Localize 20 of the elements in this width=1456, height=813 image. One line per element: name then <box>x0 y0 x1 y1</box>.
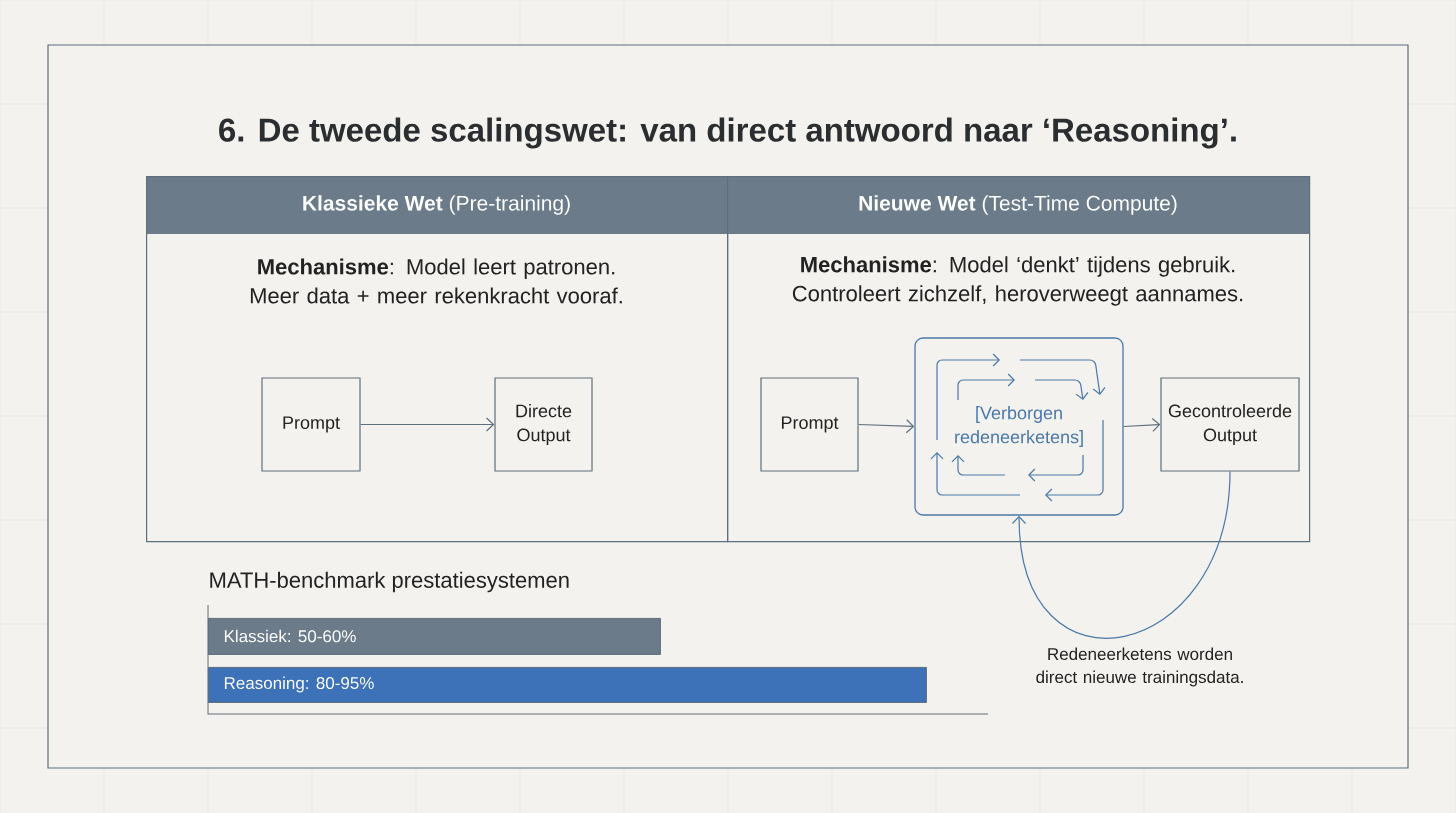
process-box: Prompt <box>760 377 859 472</box>
process-box: Prompt <box>261 377 361 472</box>
process-box: Directe Output <box>494 377 593 472</box>
mechanism-text: Mechanisme: Model ‘denkt’ tijdens gebruik. Controleert zichzelf, heroverweegt aannames. <box>792 256 1243 306</box>
arrow <box>1011 471 1231 639</box>
arrow <box>858 419 915 434</box>
chart-title: MATH-benchmark prestatiesystemen <box>210 571 569 593</box>
slide-title: 6. De tweede scalingswet: van direct antwoord naar ‘Reasoning’. <box>219 117 1236 149</box>
arrow <box>360 417 495 432</box>
result-bar: Reasoning: 80-95% <box>208 667 927 703</box>
reasoning-loop-box: [Verborgen redeneerketens] <box>914 337 1124 516</box>
column-header: Nieuwe Wet (Test-Time Compute) <box>859 195 1177 215</box>
mechanism-text: Mechanisme: Model leert patronen. Meer data + meer rekenkracht vooraf. <box>250 258 622 304</box>
column-header: Klassieke Wet (Pre-training) <box>303 195 570 215</box>
result-bar: Klassiek: 50-60% <box>208 618 661 655</box>
note-text: Redeneerketens worden direct nieuwe trainingsdata. <box>1036 647 1243 687</box>
process-box: Gecontroleerde Output <box>1160 377 1300 472</box>
arrow <box>1123 417 1161 432</box>
table-column <box>727 176 1311 543</box>
table-column <box>146 176 729 543</box>
